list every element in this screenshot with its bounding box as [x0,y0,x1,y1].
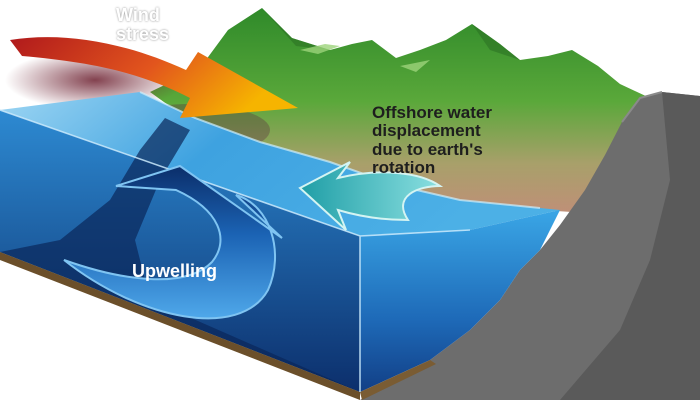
upwelling-arrow [63,164,283,320]
continental-slope [0,118,360,392]
ocean-surface [0,92,560,236]
seabed [0,252,360,400]
seabed-front [360,360,436,400]
coastal-shoreline [139,91,541,209]
wind-stress-label-line: stress [116,24,170,45]
upwelling-label: Upwelling [132,261,217,281]
section-edges [0,109,471,392]
coastal-cliff [360,92,700,400]
offshore-label-line: Offshore water [372,103,492,122]
offshore-label-line: displacement [372,121,481,141]
mountain-ridge-highlight [300,44,430,72]
ocean-left-face [0,110,360,392]
wind-stress-label: Wind stress [116,5,170,45]
coastal-cliff-shade [560,92,700,400]
offshore-displacement-label: Offshore water displacement due to earth… [372,103,492,178]
wind-stress-arrow [10,37,298,118]
offshore-arrow [298,161,444,231]
wind-stress-label-line: Wind [116,5,160,25]
ocean-front-face [360,210,560,392]
offshore-label-line: rotation [372,158,436,178]
cliff-top-edge [621,91,663,123]
offshore-label-line: due to earth's [372,139,483,159]
coastal-land [150,8,700,215]
